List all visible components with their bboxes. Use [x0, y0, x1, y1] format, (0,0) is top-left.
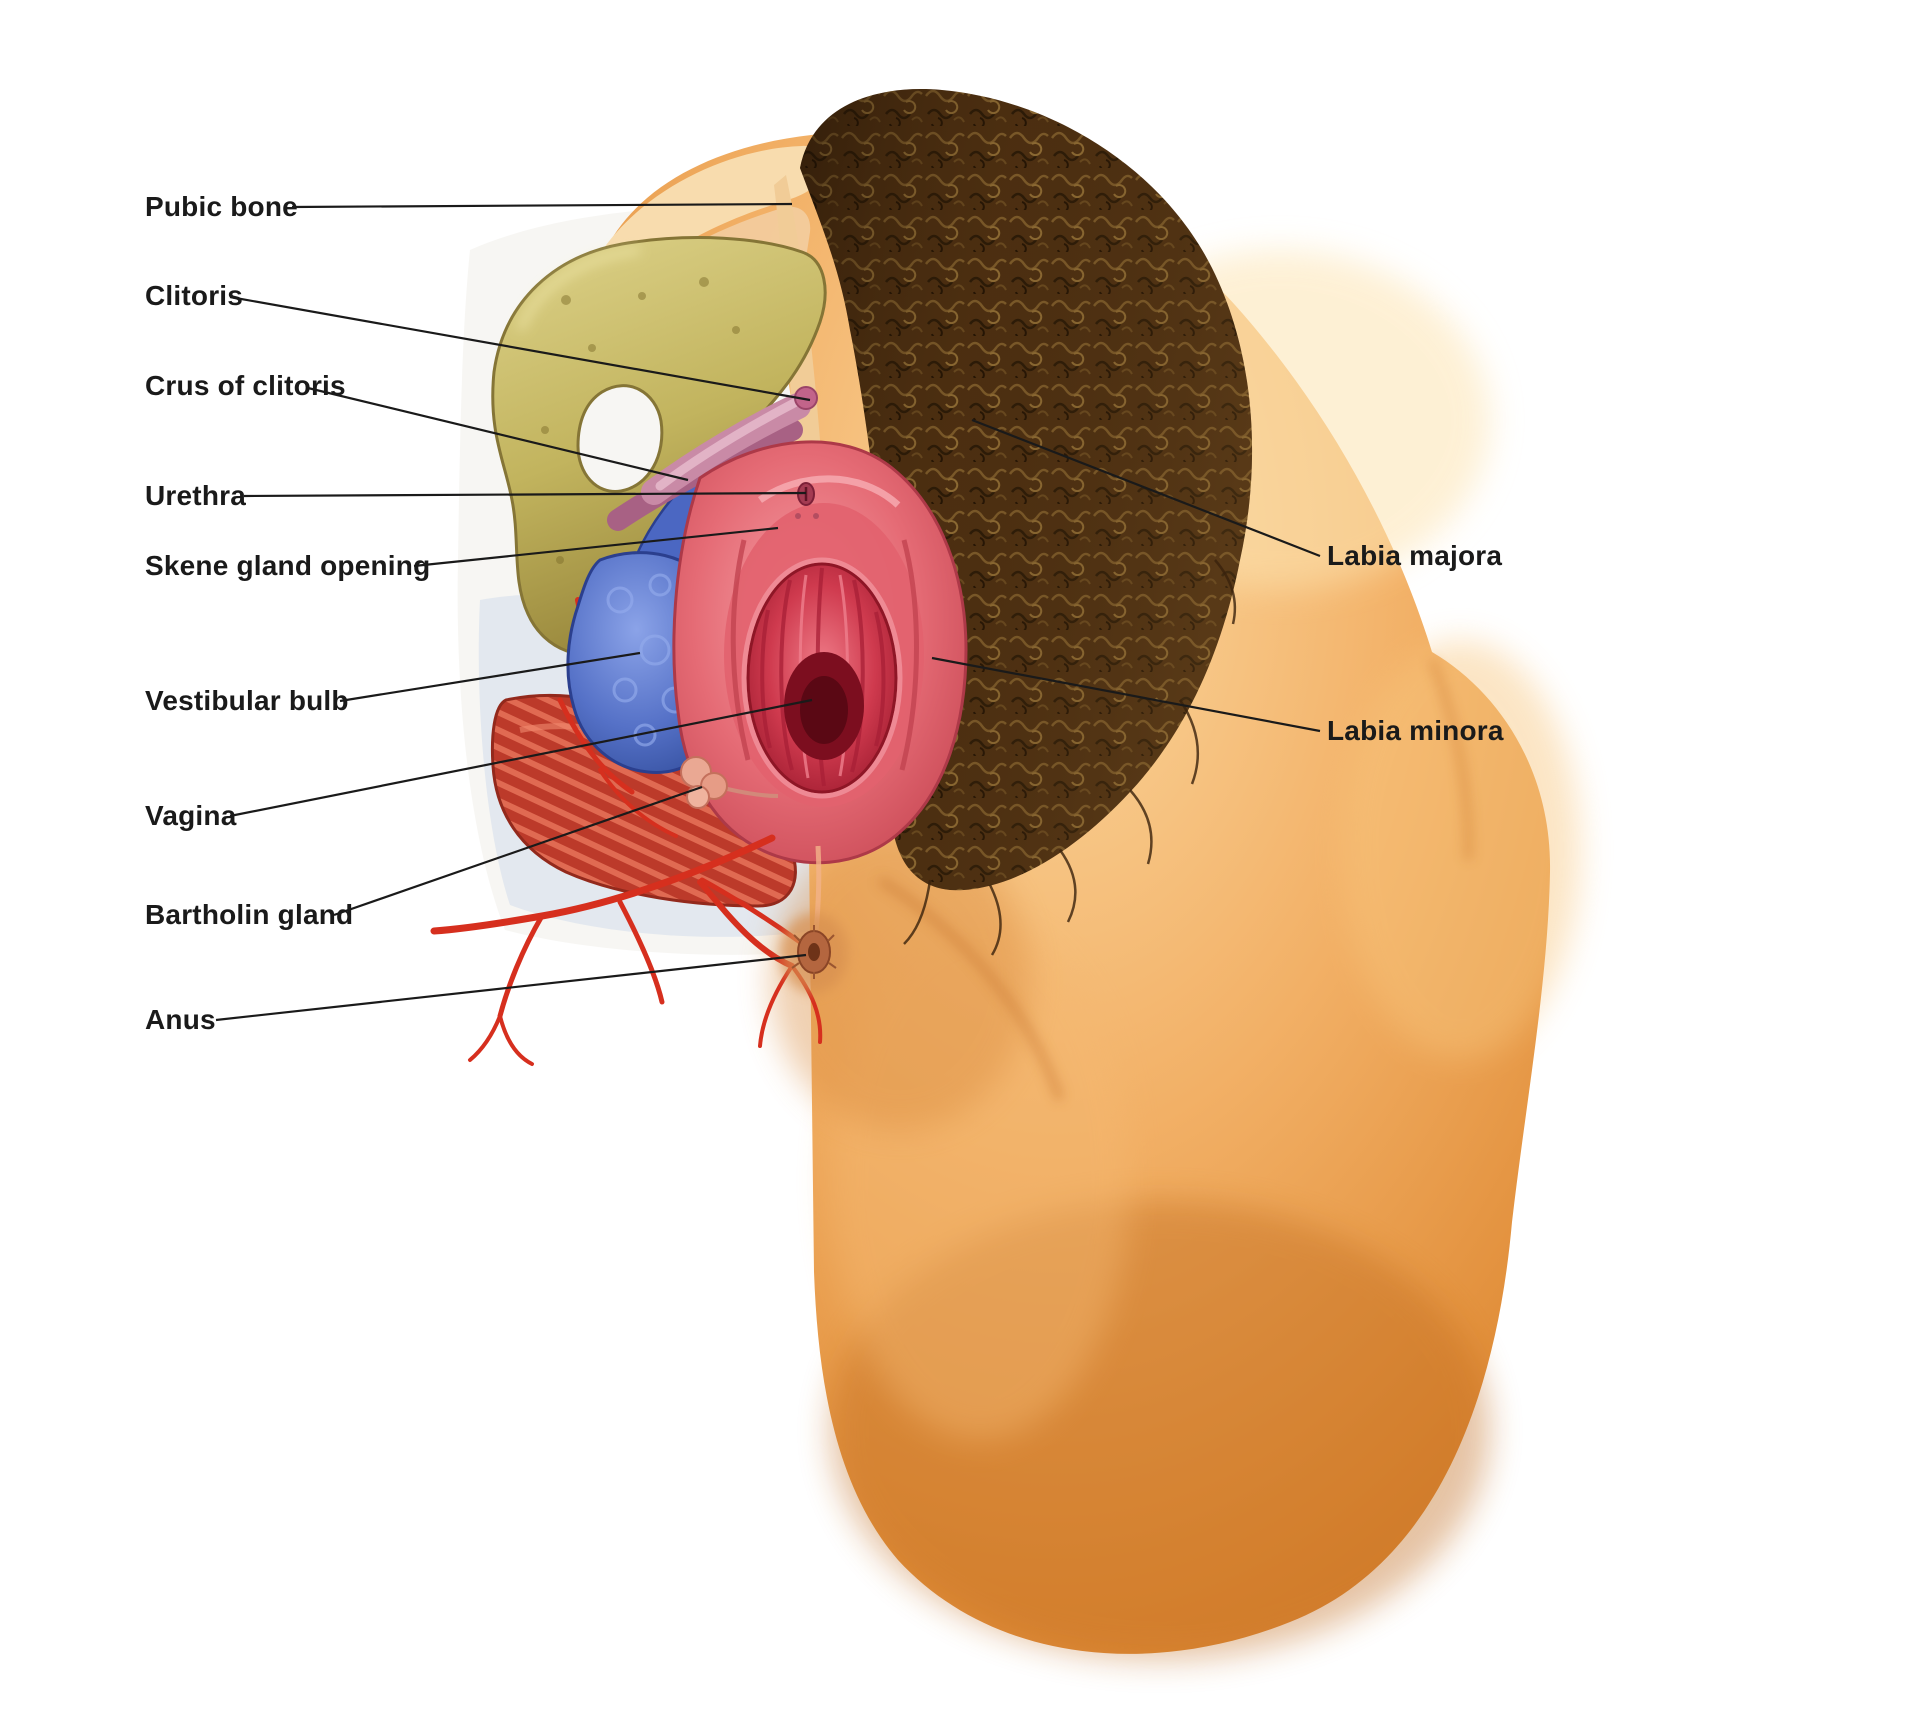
clitoris-glans: [794, 386, 818, 410]
skene-opening-right: [813, 513, 819, 519]
anus-shape: [780, 913, 848, 993]
vaginal-opening: [741, 557, 903, 799]
skene-opening-left: [795, 513, 801, 519]
hair-strands: [903, 559, 1237, 956]
